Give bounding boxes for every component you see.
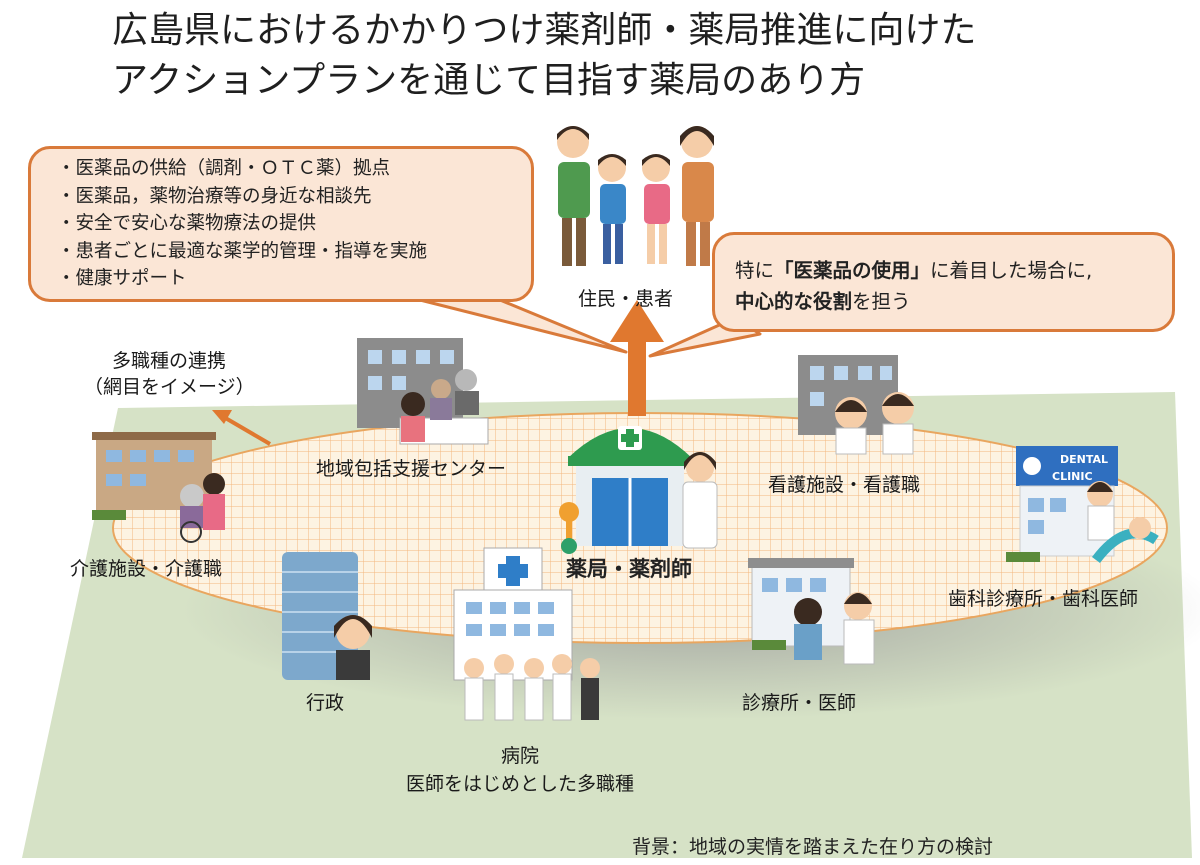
- care-facility-label: 介護施設・介護職: [70, 558, 223, 580]
- dental-sign-line1: DENTAL: [1060, 453, 1108, 466]
- clinic-icon: [748, 558, 875, 665]
- footer-note: 背景：地域の実情を踏まえた在り方の検討: [632, 836, 994, 858]
- hospital-label-line-1: 病院: [500, 745, 539, 767]
- pharmacy-label: 薬局・薬剤師: [566, 557, 692, 581]
- nursing-facility-label: 看護施設・看護職: [768, 474, 921, 496]
- central-role-line-2: 中心的な役割を担う: [735, 290, 911, 313]
- pharmacy-icon: [559, 426, 718, 554]
- government-icon: [282, 552, 372, 680]
- title-line-1: 広島県におけるかかりつけ薬剤師・薬局推進に向けた: [112, 10, 977, 51]
- role-item: ・医薬品，薬物治療等の身近な相談先: [57, 185, 372, 207]
- network-note-line-1: 多職種の連携: [111, 350, 226, 372]
- hospital-label: 病院 医師をはじめとした多職種: [370, 742, 670, 798]
- network-note-line-2: （網目をイメージ）: [84, 376, 255, 398]
- hospital-label-line-2: 医師をはじめとした多職種: [405, 773, 634, 795]
- pharmacy-roles-callout: ・医薬品の供給（調剤・ＯＴＣ薬）拠点 ・医薬品，薬物治療等の身近な相談先 ・安全…: [28, 146, 534, 302]
- up-arrow: [610, 300, 664, 416]
- role-item: ・安全で安心な薬物療法の提供: [57, 213, 317, 234]
- page-title: 広島県におけるかかりつけ薬剤師・薬局推進に向けた アクションプランを通じて目指す…: [112, 6, 976, 106]
- government-label: 行政: [306, 692, 345, 714]
- community-center-icon: [357, 338, 489, 445]
- central-role-callout: 特に「医薬品の使用」に着目した場合に, 中心的な役割を担う: [712, 232, 1175, 332]
- role-item: ・健康サポート: [57, 268, 187, 289]
- care-facility-icon: [92, 432, 225, 543]
- family-people-icon: [557, 126, 714, 266]
- dental-sign-line2: CLINIC: [1052, 470, 1093, 483]
- dental-clinic-icon: DENTAL CLINIC: [1006, 446, 1159, 564]
- clinic-label: 診療所・医師: [742, 692, 857, 714]
- network-note: 多職種の連携 （網目をイメージ）: [84, 348, 255, 400]
- role-item: ・患者ごとに最適な薬学的管理・指導を実施: [57, 240, 428, 262]
- network-arrow: [212, 410, 272, 446]
- residents-label: 住民・患者: [578, 288, 674, 310]
- hospital-icon: [453, 547, 600, 721]
- nursing-facility-icon: [798, 355, 914, 455]
- central-role-line-1: 特に「医薬品の使用」に着目した場合に,: [735, 259, 1093, 282]
- title-line-2: アクションプランを通じて目指す薬局のあり方: [112, 60, 866, 101]
- dental-label: 歯科診療所・歯科医師: [948, 588, 1139, 610]
- community-center-label: 地域包括支援センター: [316, 458, 507, 480]
- role-item: ・医薬品の供給（調剤・ＯＴＣ薬）拠点: [57, 158, 391, 179]
- pharmacy-roles-list: ・医薬品の供給（調剤・ＯＴＣ薬）拠点 ・医薬品，薬物治療等の身近な相談先 ・安全…: [31, 155, 531, 293]
